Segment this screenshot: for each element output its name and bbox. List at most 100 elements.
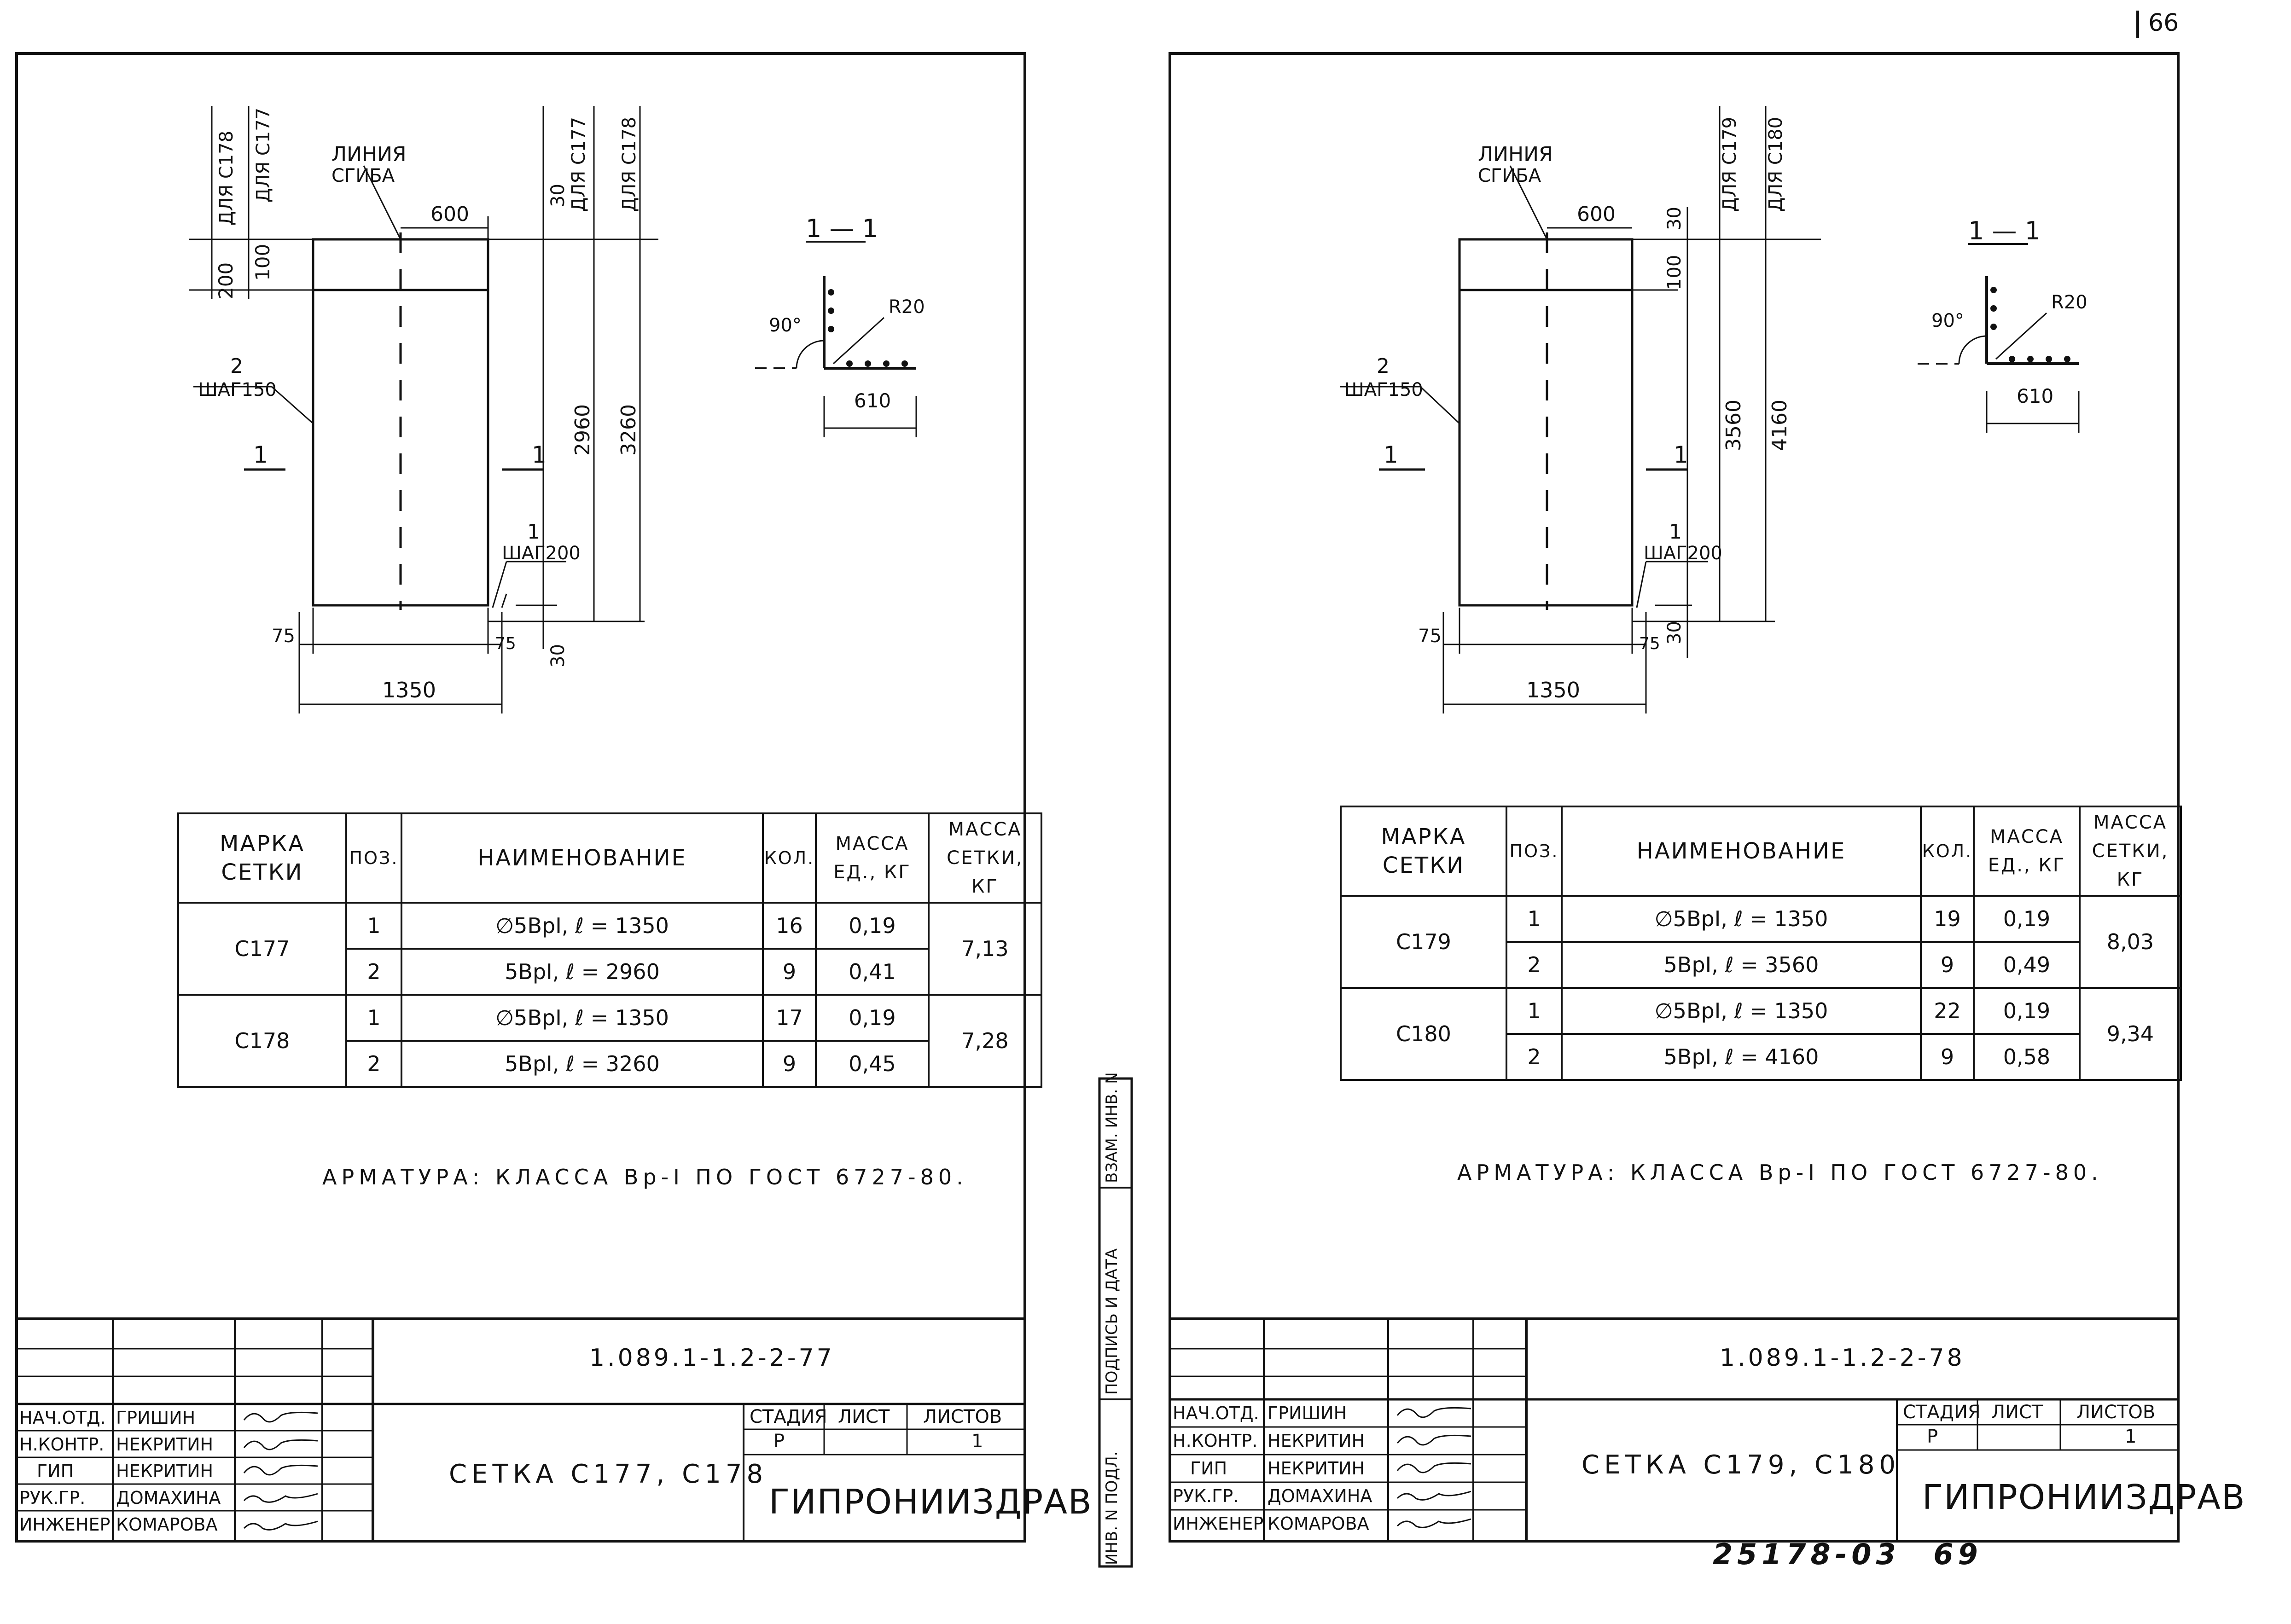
dim-30-top: 30 [547,184,569,207]
name-head-dept: ГРИШИН [1268,1403,1347,1423]
bend-label-line1: ЛИНИЯ [331,143,407,166]
header-name: НАИМЕНОВАНИЕ [401,812,764,904]
role-head-dept: НАЧ.ОТД. [19,1408,106,1428]
sheet-right: ЛИНИЯ СГИБА 600 30 30 100 ДЛЯ С179 ДЛЯ С… [1167,51,2245,1616]
role-head-dept: НАЧ.ОТД. [1173,1403,1259,1423]
pos2-step: ШАГ150 [198,379,277,400]
pos1-number: 1 [1669,520,1682,544]
header-name: НАИМЕНОВАНИЕ [1561,806,1922,897]
mesh-total-mass: 7,28 [928,994,1042,1088]
pos-cell: 2 [1506,1033,1563,1081]
dim-100: 100 [251,244,274,281]
dim-75-left: 75 [272,626,295,647]
name-cell: ∅5ВрI, ℓ = 1350 [401,994,764,1042]
table-row: С180 1 ∅5ВрI, ℓ = 1350 22 0,19 9,34 [1340,987,2182,1081]
document-code: 1.089.1-1.2-2-77 [589,1344,835,1372]
qty-cell: 9 [762,1040,817,1088]
qty-cell: 22 [1920,987,1975,1035]
dim-30-bottom: 30 [1664,621,1685,644]
name-norm-control: НЕКРИТИН [116,1434,214,1455]
mesh-mark: С178 [177,994,347,1088]
header-unit-mass: МАССА ЕД., КГ [815,812,930,904]
section-mark-left: 1 [253,441,268,468]
dim-outer-height: 4160 [1768,400,1791,451]
mesh-total-mass: 8,03 [2079,895,2182,989]
sheet-left-drawing: ЛИНИЯ СГИБА 600 30 30 100 200 ДЛЯ С178 Д… [15,52,1026,1543]
sheets-label: ЛИСТОВ [2076,1402,2156,1423]
dim-75-left: 75 [1418,626,1442,647]
sheet-title: СЕТКА С179, С180 [1582,1450,1901,1480]
pos1-step: ШАГ200 [502,543,581,564]
header-pos: ПОЗ. [345,812,402,904]
organization: ГИПРОНИИЗДРАВ [769,1482,1093,1522]
name-engineer: КОМАРОВА [116,1514,218,1535]
table-row: 2 5ВрI, ℓ = 3260 9 0,45 [178,1040,1041,1088]
sheets-label: ЛИСТОВ [923,1406,1002,1427]
table-row: 2 5ВрI, ℓ = 4160 9 0,58 [1341,1033,2181,1081]
section-mark-right: 1 [532,441,547,468]
radius-label: R20 [889,296,925,318]
vertical-strip [1098,1077,1133,1568]
table-row: С178 1 ∅5ВрI, ℓ = 1350 17 0,19 7,28 [177,994,1042,1088]
dim-inner-height: 3560 [1722,400,1745,451]
role-group-lead: РУК.ГР. [19,1488,86,1508]
sheet-left: ЛИНИЯ СГИБА 600 30 30 100 200 ДЛЯ С178 Д… [14,51,1092,1616]
name-cell: ∅5ВрI, ℓ = 1350 [1561,895,1922,943]
header-mark: МАРКА СЕТКИ [1340,806,1507,897]
pos-cell: 1 [1506,895,1563,943]
reinforcement-note: АРМАТУРА: КЛАССА Вр-I ПО ГОСТ 6727-80. [1457,1160,2103,1185]
pos-cell: 2 [345,948,402,996]
pos-cell: 2 [1506,941,1563,989]
sheet-label: ЛИСТ [838,1406,890,1427]
mesh-total-mass: 7,13 [928,902,1042,996]
label-for-c179: ДЛЯ С179 [1719,117,1740,212]
stage-label: СТАДИЯ [750,1406,827,1427]
spec-table: МАРКА СЕТКИ ПОЗ. НАИМЕНОВАНИЕ КОЛ. МАССА… [177,812,1042,1088]
qty-cell: 16 [762,902,817,950]
organization: ГИПРОНИИЗДРАВ [1922,1478,2246,1517]
header-mark: МАРКА СЕТКИ [177,812,347,904]
name-group-lead: ДОМАХИНА [116,1488,221,1508]
header-qty: КОЛ. [1920,806,1975,897]
sheet-frame [15,52,1026,1543]
name-chief-engineer: НЕКРИТИН [1268,1458,1365,1479]
role-chief-engineer: ГИП [37,1461,74,1481]
label-for-c178-right: ДЛЯ С178 [619,117,640,212]
pos2-number: 2 [230,354,243,378]
archive-page-text: 69 [1933,1537,1983,1571]
role-norm-control: Н.КОНТР. [1173,1431,1258,1451]
angle-label: 90° [769,315,802,336]
sheet-label: ЛИСТ [1991,1402,2043,1423]
archive-number: 25178-03 69 [1713,1537,1983,1571]
stage-label: СТАДИЯ [1903,1402,1981,1423]
dim-30-top: 30 [1664,207,1685,230]
label-for-c177-left: ДЛЯ С177 [253,108,274,203]
table-row: С177 1 ∅5ВрI, ℓ = 1350 16 0,19 7,13 [177,902,1042,996]
bend-label-line2: СГИБА [1478,165,1541,186]
document-code: 1.089.1-1.2-2-78 [1720,1344,1965,1372]
angle-label: 90° [1931,310,1964,331]
section-title: 1 — 1 [806,214,878,243]
name-head-dept: ГРИШИН [116,1408,196,1428]
section-mark-left: 1 [1384,441,1398,468]
name-cell: 5ВрI, ℓ = 4160 [1561,1033,1922,1081]
dim-1350: 1350 [382,678,436,702]
dim-200: 200 [215,262,237,299]
strip-vzam: ВЗАМ. ИНВ. N [1103,1072,1121,1183]
spec-header-row: МАРКА СЕТКИ ПОЗ. НАИМЕНОВАНИЕ КОЛ. МАССА… [1340,806,2182,897]
pos-cell: 2 [345,1040,402,1088]
dim-100: 100 [1664,255,1685,290]
role-norm-control: Н.КОНТР. [19,1434,105,1455]
pos-cell: 1 [345,902,402,950]
label-for-c178-left: ДЛЯ С178 [216,131,237,226]
table-row: 2 5ВрI, ℓ = 2960 9 0,41 [178,948,1041,996]
bend-label-line1: ЛИНИЯ [1478,143,1553,166]
strip-podpis: ПОДПИСЬ И ДАТА [1103,1248,1121,1395]
qty-cell: 19 [1920,895,1975,943]
name-cell: ∅5ВрI, ℓ = 1350 [401,902,764,950]
mesh-total-mass: 9,34 [2079,987,2182,1081]
pos2-number: 2 [1377,354,1390,378]
mesh-mark: С180 [1340,987,1507,1081]
label-for-c177-right: ДЛЯ С177 [568,117,589,212]
sheet-frame [1169,52,2180,1543]
